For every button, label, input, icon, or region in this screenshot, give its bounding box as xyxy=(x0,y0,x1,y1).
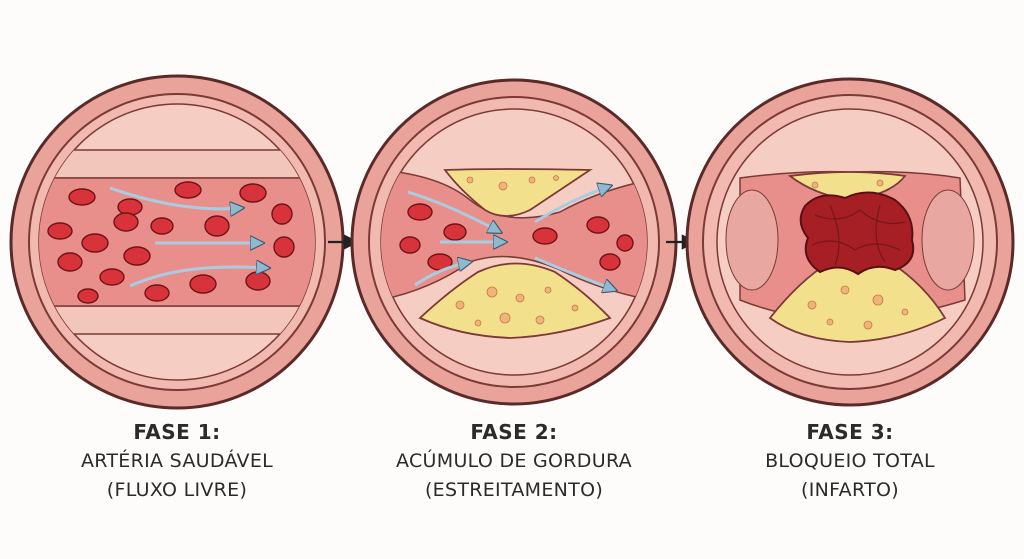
phase-subtitle: (INFARTO) xyxy=(801,479,899,501)
caption-phase-3: FASE 3: BLOQUEIO TOTAL (INFARTO) xyxy=(700,418,1000,505)
panel-fat-accumulation xyxy=(350,78,678,406)
phase-subtitle: (FLUXO LIVRE) xyxy=(106,479,248,501)
panel-total-blockage xyxy=(685,77,1015,407)
caption-phase-1: FASE 1: ARTÉRIA SAUDÁVEL (FLUXO LIVRE) xyxy=(27,418,327,505)
plaque-spots xyxy=(455,175,579,327)
plaque-bottom xyxy=(418,262,612,339)
clot-strands xyxy=(811,204,906,266)
phase-title: FASE 2: xyxy=(470,420,558,444)
plaque-spots xyxy=(807,179,909,330)
phase-description: ACÚMULO DE GORDURA xyxy=(396,450,632,472)
flow-arrows xyxy=(407,186,615,290)
phase-description: BLOQUEIO TOTAL xyxy=(765,450,935,472)
phase-description: ARTÉRIA SAUDÁVEL xyxy=(80,450,274,472)
blood-clot xyxy=(799,191,915,276)
phase-title: FASE 3: xyxy=(806,420,894,444)
caption-phase-2: FASE 2: ACÚMULO DE GORDURA (ESTREITAMENT… xyxy=(364,418,664,505)
phase-title: FASE 1: xyxy=(133,420,221,444)
plaque-top xyxy=(443,168,593,217)
blood-cells xyxy=(47,181,295,304)
flow-arrows xyxy=(109,186,268,288)
phase-subtitle: (ESTREITAMENTO) xyxy=(424,479,604,501)
panel-healthy-artery xyxy=(9,74,345,410)
